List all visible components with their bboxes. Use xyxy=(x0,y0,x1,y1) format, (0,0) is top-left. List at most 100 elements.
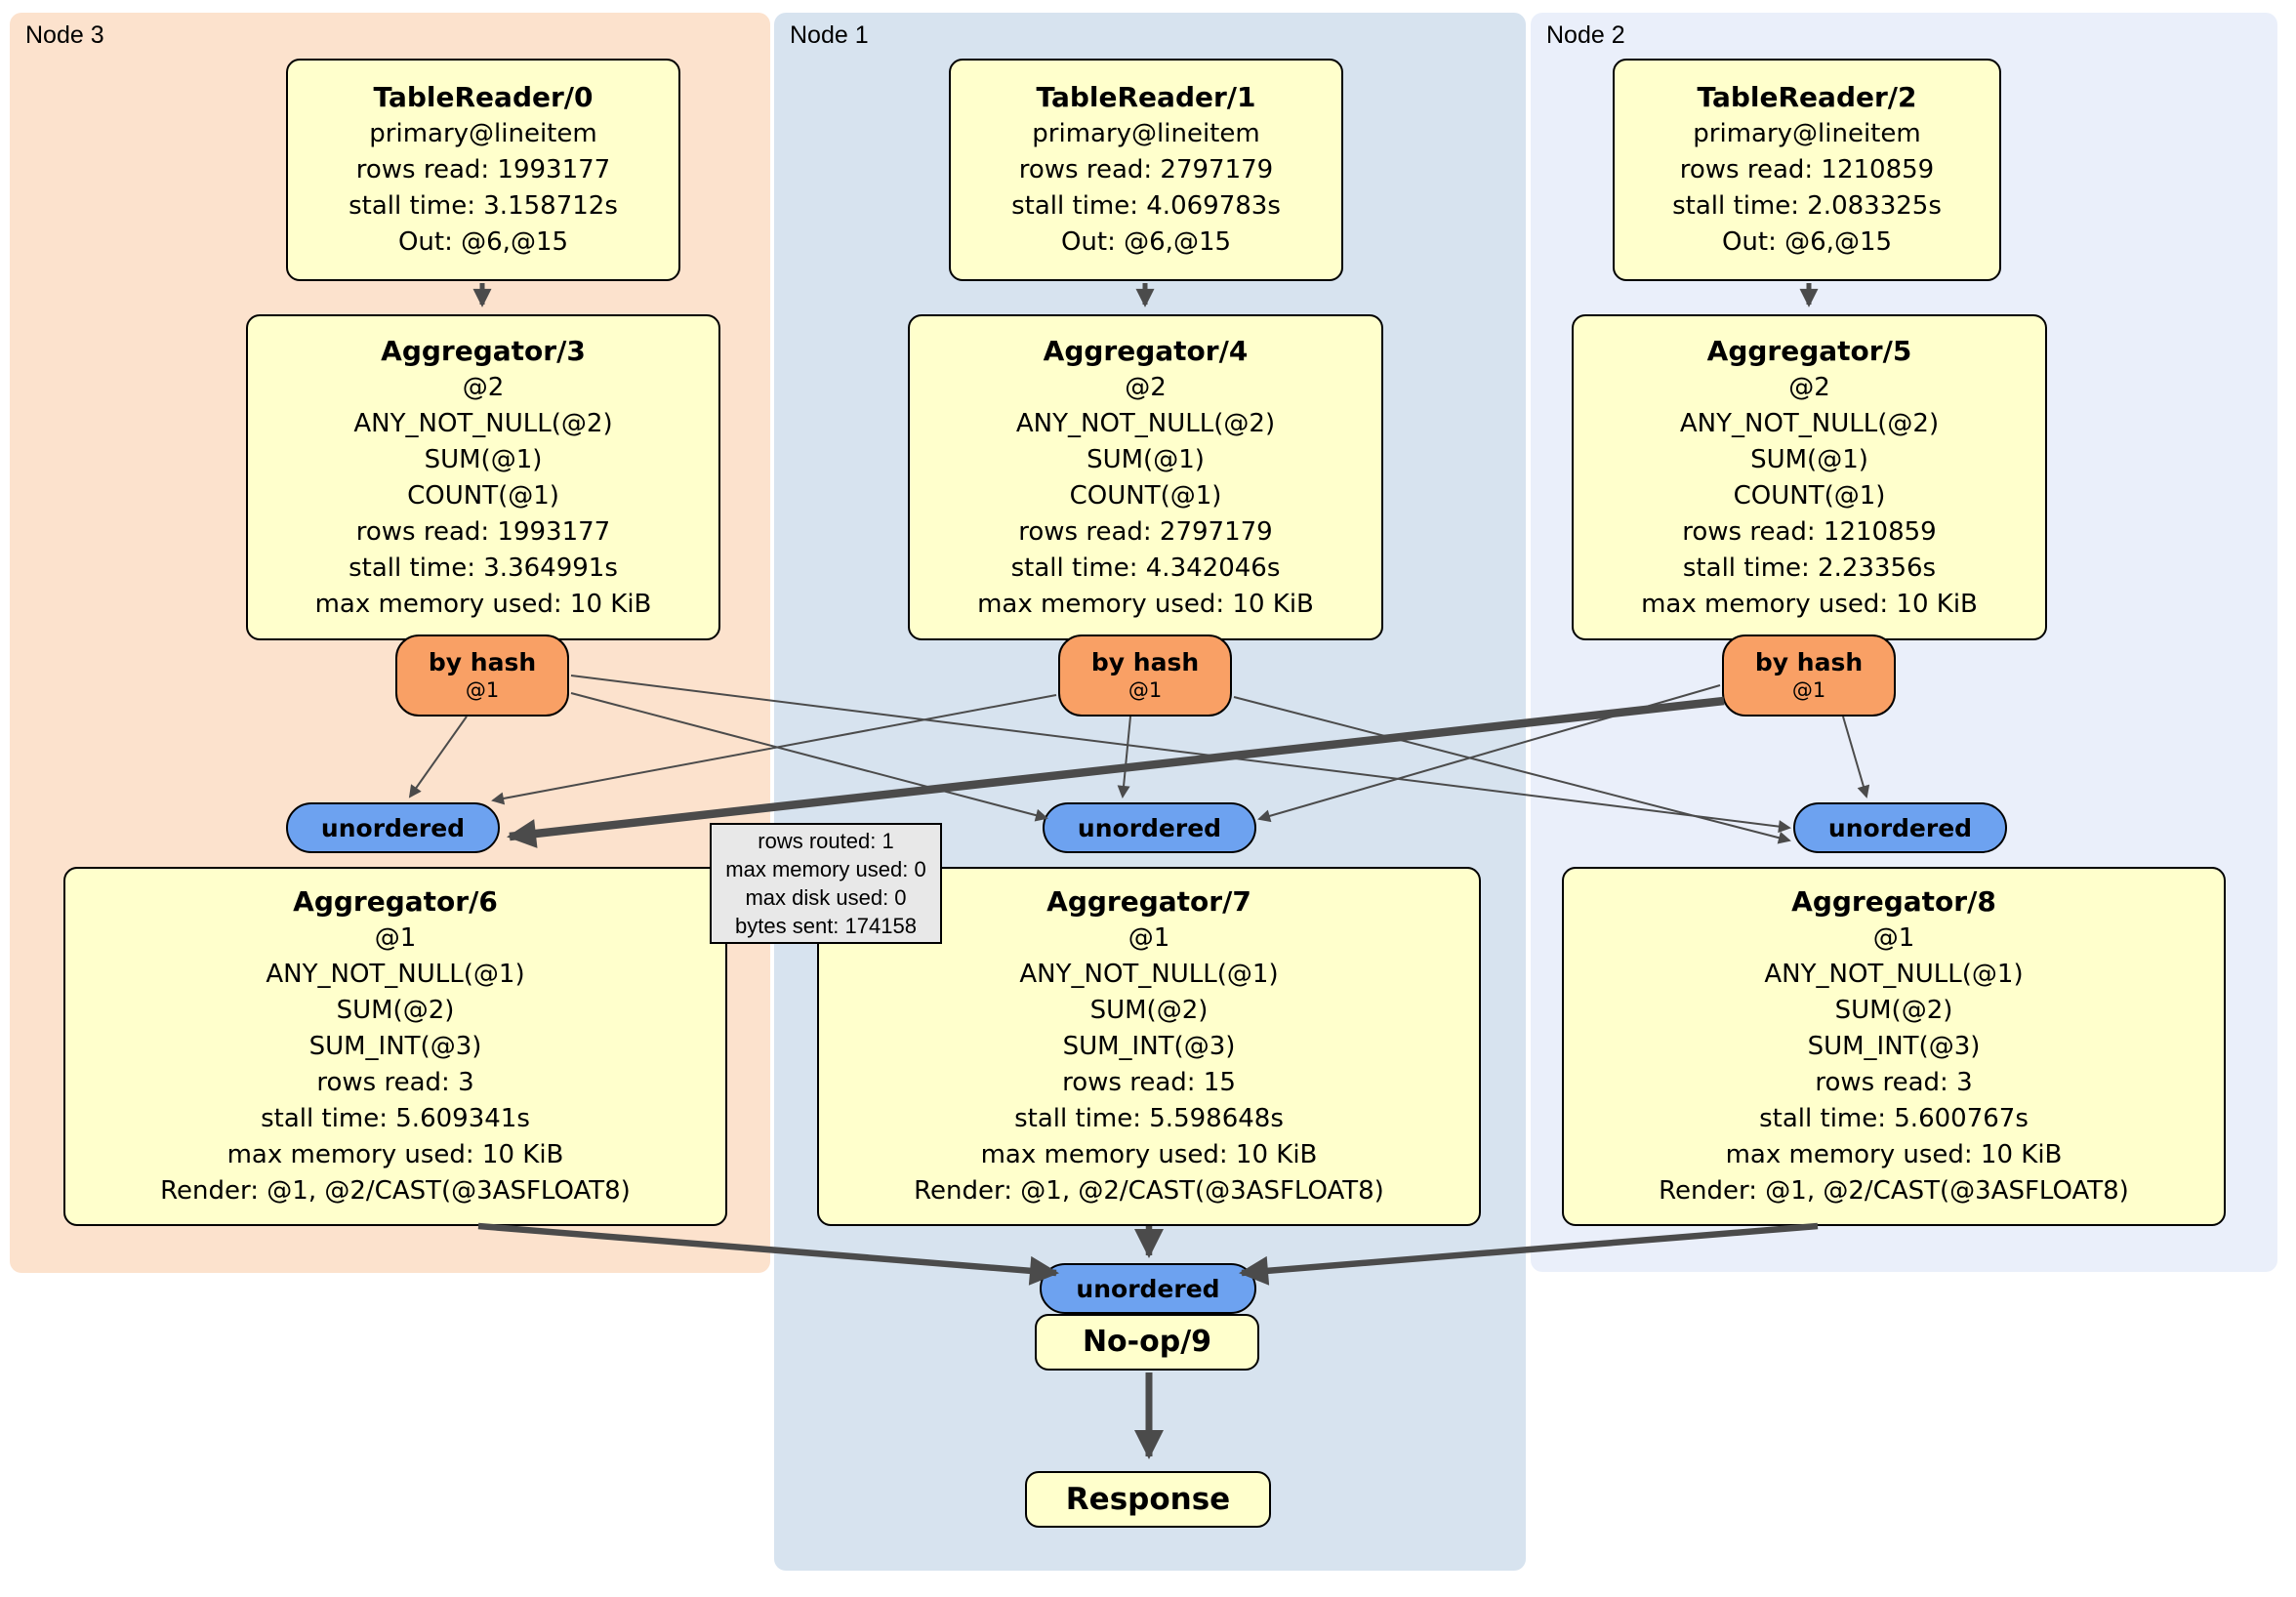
aggregator8-rows-read: rows read: 3 xyxy=(1815,1068,1973,1097)
aggregator6-sum-int: SUM_INT(@3) xyxy=(308,1032,482,1061)
aggregator4-stall-time: stall time: 4.342046s xyxy=(1010,553,1281,583)
aggregator6-title: Aggregator/6 xyxy=(293,885,498,918)
tablereader1-rows-read: rows read: 2797179 xyxy=(1018,155,1274,184)
by-hash-router-node3: by hash @1 xyxy=(395,635,569,717)
aggregator8-box: Aggregator/8 @1 ANY_NOT_NULL(@1) SUM(@2)… xyxy=(1562,867,2226,1226)
tablereader2-box: TableReader/2 primary@lineitem rows read… xyxy=(1613,59,2001,281)
aggregator5-box: Aggregator/5 @2 ANY_NOT_NULL(@2) SUM(@1)… xyxy=(1572,314,2047,640)
by-hash-router-node2-columns: @1 xyxy=(1791,678,1826,702)
aggregator7-title: Aggregator/7 xyxy=(1046,885,1251,918)
aggregator6-sum: SUM(@2) xyxy=(336,996,455,1025)
tablereader1-box: TableReader/1 primary@lineitem rows read… xyxy=(949,59,1343,281)
aggregator5-count: COUNT(@1) xyxy=(1733,480,1886,511)
aggregator3-stall-time: stall time: 3.364991s xyxy=(348,553,618,583)
tablereader1-out: Out: @6,@15 xyxy=(1060,227,1232,257)
by-hash-router-node1-label: by hash xyxy=(1090,648,1200,676)
tooltip-bytes-sent: bytes sent: 174158 xyxy=(735,914,917,938)
tooltip-rows-routed: rows routed: 1 xyxy=(758,829,894,853)
aggregator3-group-col: @2 xyxy=(462,372,505,402)
by-hash-router-node2-label: by hash xyxy=(1754,648,1864,676)
aggregator8-any-not-null: ANY_NOT_NULL(@1) xyxy=(1764,960,2024,989)
aggregator7-group-col: @1 xyxy=(1128,923,1170,953)
aggregator8-group-col: @1 xyxy=(1872,923,1915,953)
tablereader0-stall-time: stall time: 3.158712s xyxy=(348,191,618,221)
aggregator8-render: Render: @1, @2/CAST(@3ASFLOAT8) xyxy=(1659,1176,2129,1206)
tablereader0-box: TableReader/0 primary@lineitem rows read… xyxy=(286,59,680,281)
aggregator4-max-memory: max memory used: 10 KiB xyxy=(977,589,1314,619)
node2-label: Node 2 xyxy=(1546,21,1625,49)
aggregator5-rows-read: rows read: 1210859 xyxy=(1682,516,1937,547)
aggregator8-stall-time: stall time: 5.600767s xyxy=(1759,1104,2029,1133)
aggregator3-sum: SUM(@1) xyxy=(424,444,543,474)
aggregator5-title: Aggregator/5 xyxy=(1706,334,1912,367)
unordered-sync-final: unordered xyxy=(1040,1263,1256,1314)
aggregator6-stall-time: stall time: 5.609341s xyxy=(261,1104,530,1133)
aggregator3-rows-read: rows read: 1993177 xyxy=(355,516,611,547)
aggregator6-group-col: @1 xyxy=(374,923,417,953)
response-box: Response xyxy=(1025,1471,1271,1528)
aggregator5-max-memory: max memory used: 10 KiB xyxy=(1641,589,1978,619)
tablereader0-rows-read: rows read: 1993177 xyxy=(355,155,611,184)
aggregator6-box: Aggregator/6 @1 ANY_NOT_NULL(@1) SUM(@2)… xyxy=(63,867,727,1226)
aggregator7-any-not-null: ANY_NOT_NULL(@1) xyxy=(1019,960,1279,989)
tablereader1-stall-time: stall time: 4.069783s xyxy=(1011,191,1281,221)
unordered-sync-node3-label: unordered xyxy=(320,813,466,842)
tooltip-max-memory: max memory used: 0 xyxy=(725,857,926,881)
by-hash-router-node3-label: by hash xyxy=(428,648,537,676)
aggregator3-max-memory: max memory used: 10 KiB xyxy=(314,589,652,619)
aggregator3-title: Aggregator/3 xyxy=(381,334,586,367)
aggregator7-rows-read: rows read: 15 xyxy=(1062,1068,1236,1097)
aggregator6-any-not-null: ANY_NOT_NULL(@1) xyxy=(266,960,525,989)
tablereader2-rows-read: rows read: 1210859 xyxy=(1679,155,1935,184)
aggregator7-stall-time: stall time: 5.598648s xyxy=(1014,1104,1284,1133)
node1-label: Node 1 xyxy=(790,21,869,49)
tooltip-max-disk: max disk used: 0 xyxy=(745,885,907,910)
aggregator8-sum-int: SUM_INT(@3) xyxy=(1807,1032,1981,1061)
unordered-sync-node2-label: unordered xyxy=(1827,813,1973,842)
by-hash-router-node1: by hash @1 xyxy=(1058,635,1232,717)
tablereader2-index: primary@lineitem xyxy=(1693,119,1921,148)
tablereader2-stall-time: stall time: 2.083325s xyxy=(1672,191,1942,221)
aggregator6-max-memory: max memory used: 10 KiB xyxy=(226,1140,564,1169)
stream-stats-tooltip: rows routed: 1 max memory used: 0 max di… xyxy=(710,823,942,944)
tablereader0-index: primary@lineitem xyxy=(369,119,597,148)
tablereader0-title: TableReader/0 xyxy=(373,81,594,113)
aggregator4-rows-read: rows read: 2797179 xyxy=(1018,516,1273,547)
aggregator8-title: Aggregator/8 xyxy=(1791,885,1996,918)
aggregator3-any-not-null: ANY_NOT_NULL(@2) xyxy=(353,408,613,438)
unordered-sync-node1: unordered xyxy=(1043,802,1256,853)
noop9-title: No-op/9 xyxy=(1082,1325,1212,1359)
unordered-sync-node2: unordered xyxy=(1793,802,2007,853)
aggregator6-render: Render: @1, @2/CAST(@3ASFLOAT8) xyxy=(160,1176,631,1206)
aggregator7-max-memory: max memory used: 10 KiB xyxy=(980,1140,1318,1169)
by-hash-router-node1-columns: @1 xyxy=(1128,678,1163,702)
unordered-sync-final-label: unordered xyxy=(1076,1274,1220,1303)
aggregator5-any-not-null: ANY_NOT_NULL(@2) xyxy=(1679,408,1940,438)
aggregator7-render: Render: @1, @2/CAST(@3ASFLOAT8) xyxy=(914,1176,1384,1206)
tablereader1-title: TableReader/1 xyxy=(1036,81,1256,113)
aggregator4-sum: SUM(@1) xyxy=(1086,444,1205,474)
by-hash-router-node3-columns: @1 xyxy=(465,678,500,702)
tablereader2-title: TableReader/2 xyxy=(1697,81,1917,113)
by-hash-router-node2: by hash @1 xyxy=(1722,635,1896,717)
unordered-sync-node3: unordered xyxy=(286,802,500,853)
aggregator5-sum: SUM(@1) xyxy=(1750,444,1868,474)
aggregator3-box: Aggregator/3 @2 ANY_NOT_NULL(@2) SUM(@1)… xyxy=(246,314,720,640)
aggregator3-count: COUNT(@1) xyxy=(407,480,559,511)
tablereader0-out: Out: @6,@15 xyxy=(397,227,569,257)
aggregator4-any-not-null: ANY_NOT_NULL(@2) xyxy=(1015,408,1276,438)
aggregator4-title: Aggregator/4 xyxy=(1043,334,1249,367)
aggregator4-group-col: @2 xyxy=(1125,372,1167,402)
aggregator8-max-memory: max memory used: 10 KiB xyxy=(1725,1140,2063,1169)
aggregator7-sum-int: SUM_INT(@3) xyxy=(1062,1032,1236,1061)
node3-label: Node 3 xyxy=(25,21,104,49)
aggregator5-stall-time: stall time: 2.23356s xyxy=(1682,553,1937,583)
aggregator8-sum: SUM(@2) xyxy=(1834,996,1953,1025)
aggregator7-sum: SUM(@2) xyxy=(1089,996,1209,1025)
response-title: Response xyxy=(1065,1482,1231,1517)
aggregator4-count: COUNT(@1) xyxy=(1069,480,1222,511)
aggregator4-box: Aggregator/4 @2 ANY_NOT_NULL(@2) SUM(@1)… xyxy=(908,314,1383,640)
tablereader2-out: Out: @6,@15 xyxy=(1721,227,1893,257)
unordered-sync-node1-label: unordered xyxy=(1077,813,1222,842)
